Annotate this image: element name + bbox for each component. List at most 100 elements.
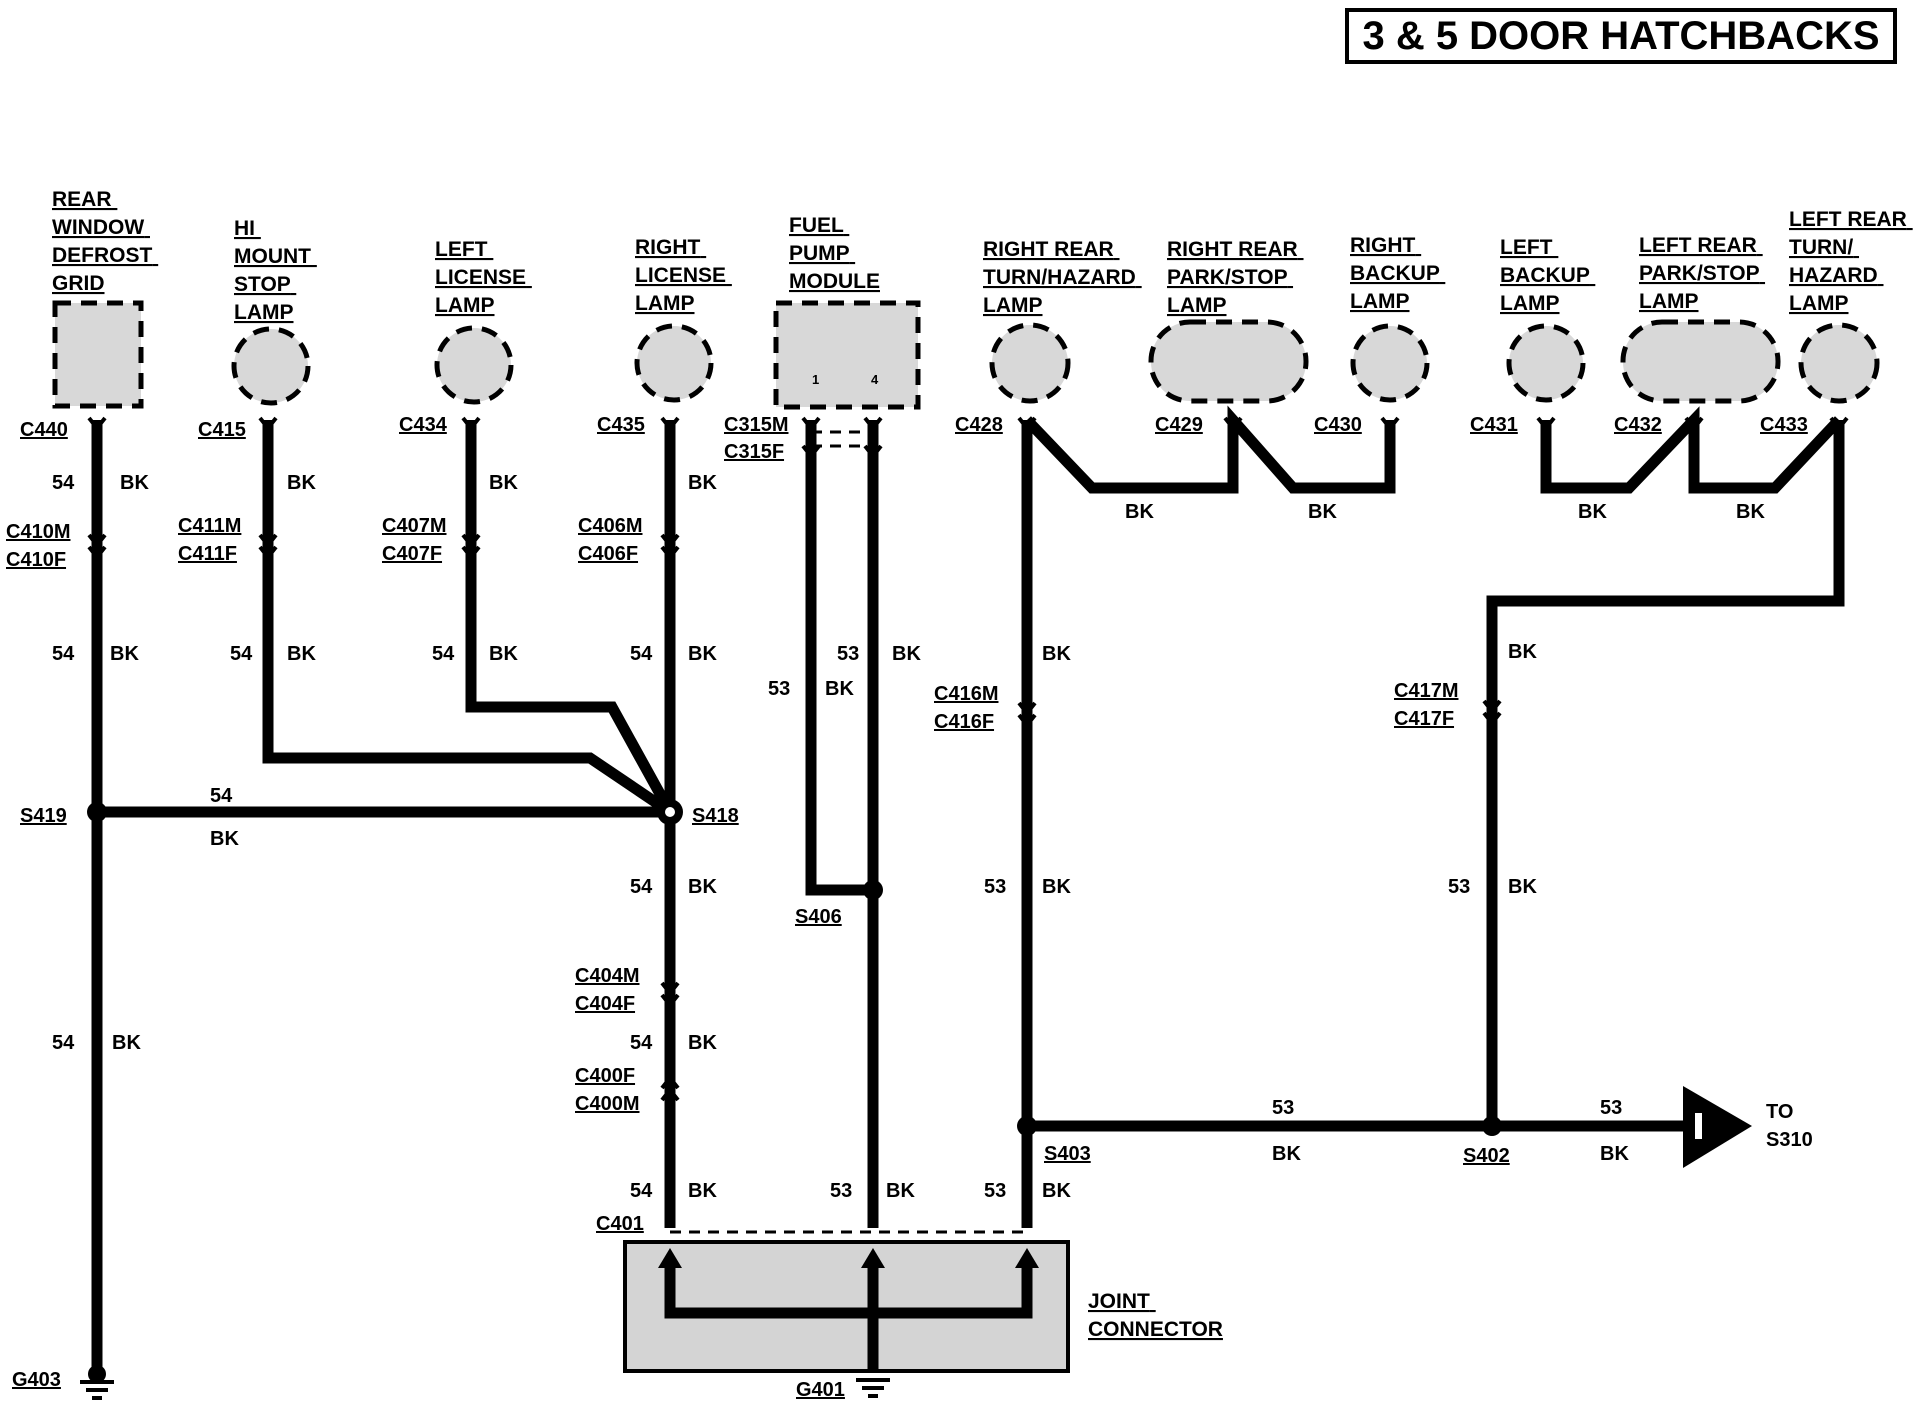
svg-text:54: 54 [630,1032,653,1054]
connector-c404m: C404M [575,965,639,987]
svg-text:54: 54 [52,472,75,494]
wire-c428-c430 [1023,405,1396,494]
svg-text:BK: BK [688,1180,717,1202]
svg-text:BK: BK [489,472,518,494]
svg-text:54: 54 [52,1032,75,1054]
connector-c435: C435 [597,414,645,436]
connector-c415: C415 [198,419,246,441]
splice-s402-dot [1482,1116,1502,1136]
connector-c315m: C315M [724,414,788,436]
connector-c440: C440 [20,419,68,441]
svg-text:53: 53 [984,876,1006,898]
connector-c434: C434 [399,414,448,436]
svg-text:53: 53 [830,1180,852,1202]
svg-text:BK: BK [287,643,316,665]
fuel-pump-pin-4: 4 [871,372,879,387]
wire-c415-s418 [262,420,674,817]
svg-text:BK: BK [287,472,316,494]
ground-g403-icon [80,1365,114,1400]
connector-c315f: C315F [724,441,784,463]
svg-text:BK: BK [1272,1143,1301,1165]
right-rear-park-stop-lamp-symbol [1148,319,1309,404]
connector-c432: C432 [1614,414,1662,436]
destination-label: TO S310 [1766,1101,1813,1151]
connector-c416f: C416F [934,711,994,733]
svg-text:BK: BK [688,643,717,665]
wire-c434-s418 [465,420,675,815]
ground-g401: G401 [796,1379,845,1401]
connector-c433: C433 [1760,414,1808,436]
svg-text:BK: BK [210,828,239,850]
label-left-rear-park-stop-lamp: LEFT REAR PARK/STOP LAMP [1639,234,1765,313]
splice-s418-dot-inner [665,807,675,817]
svg-text:BK: BK [688,472,717,494]
svg-text:BK: BK [1042,1180,1071,1202]
label-right-rear-park-stop-lamp: RIGHT REAR PARK/STOP LAMP [1167,238,1304,317]
joint-arrow-mid [861,1248,885,1268]
svg-text:53: 53 [768,678,790,700]
splice-s406-dot [863,880,883,900]
right-license-lamp-symbol [634,323,714,403]
svg-text:53: 53 [1448,876,1470,898]
connector-c406m: C406M [578,515,642,537]
svg-text:BK: BK [688,876,717,898]
to-s310-arrow-bar [1695,1113,1702,1139]
label-right-license-lamp: RIGHT LICENSE LAMP [635,236,732,315]
right-backup-lamp-symbol [1350,323,1430,403]
label-left-backup-lamp: LEFT BACKUP LAMP [1500,236,1595,315]
svg-text:BK: BK [892,643,921,665]
svg-text:54: 54 [210,785,233,807]
connector-c411m: C411M [178,515,241,537]
label-hi-mount-stop-lamp: HI MOUNT STOP LAMP [234,217,317,324]
wire-c431-c433 [1540,406,1844,494]
left-license-lamp-symbol [434,325,514,405]
connector-c417f: C417F [1394,708,1454,730]
connector-c410m: C410M [6,521,70,543]
fuel-pump-module-symbol [773,300,921,410]
svg-text:54: 54 [630,876,653,898]
connector-c406f: C406F [578,543,638,565]
connector-c410f: C410F [6,549,66,571]
component-connector-chevrons [87,416,1849,1102]
connector-c401: C401 [596,1213,644,1235]
left-backup-lamp-symbol [1506,323,1586,403]
svg-text:BK: BK [886,1180,915,1202]
to-s310-arrow [1683,1086,1752,1168]
svg-text:54: 54 [630,1180,653,1202]
c315-dashed-line [811,430,873,448]
svg-text:BK: BK [688,1032,717,1054]
joint-connector-bus [664,1262,1033,1370]
rear-window-defrost-grid-symbol [52,300,144,409]
wire-fuel-pump-pin1 [805,420,871,896]
splice-s406: S406 [795,906,842,928]
splice-s418: S418 [692,805,739,827]
svg-text:BK: BK [1308,501,1337,523]
connector-c428: C428 [955,414,1003,436]
joint-arrow-left [658,1248,682,1268]
connector-c431: C431 [1470,414,1518,436]
svg-text:BK: BK [825,678,854,700]
splice-s403: S403 [1044,1143,1091,1165]
svg-text:BK: BK [1578,501,1607,523]
connector-c417m: C417M [1394,680,1458,702]
hi-mount-stop-lamp-symbol [231,326,311,406]
wire-c433-s402 [1486,420,1845,1126]
connector-c400m: C400M [575,1093,639,1115]
label-left-rear-turn-hazard-lamp: LEFT REAR TURN/ HAZARD LAMP [1789,208,1913,315]
connector-c430: C430 [1314,414,1362,436]
label-joint-connector: JOINT CONNECTOR [1088,1290,1223,1341]
splice-s403-dot [1017,1116,1037,1136]
svg-text:54: 54 [52,643,75,665]
ground-g403: G403 [12,1369,61,1391]
svg-text:BK: BK [110,643,139,665]
right-rear-turn-hazard-lamp-symbol [989,322,1071,404]
connector-c407f: C407F [382,543,442,565]
svg-text:BK: BK [1600,1143,1629,1165]
label-right-rear-turn-hazard-lamp: RIGHT REAR TURN/HAZARD LAMP [983,238,1142,317]
svg-text:53: 53 [1272,1097,1294,1119]
label-fuel-pump-module: FUEL PUMP MODULE [789,214,880,293]
label-left-license-lamp: LEFT LICENSE LAMP [435,238,532,317]
label-rear-window-defrost-grid: REAR WINDOW DEFROST GRID [52,188,158,295]
fuel-pump-pin-1: 1 [812,372,819,387]
